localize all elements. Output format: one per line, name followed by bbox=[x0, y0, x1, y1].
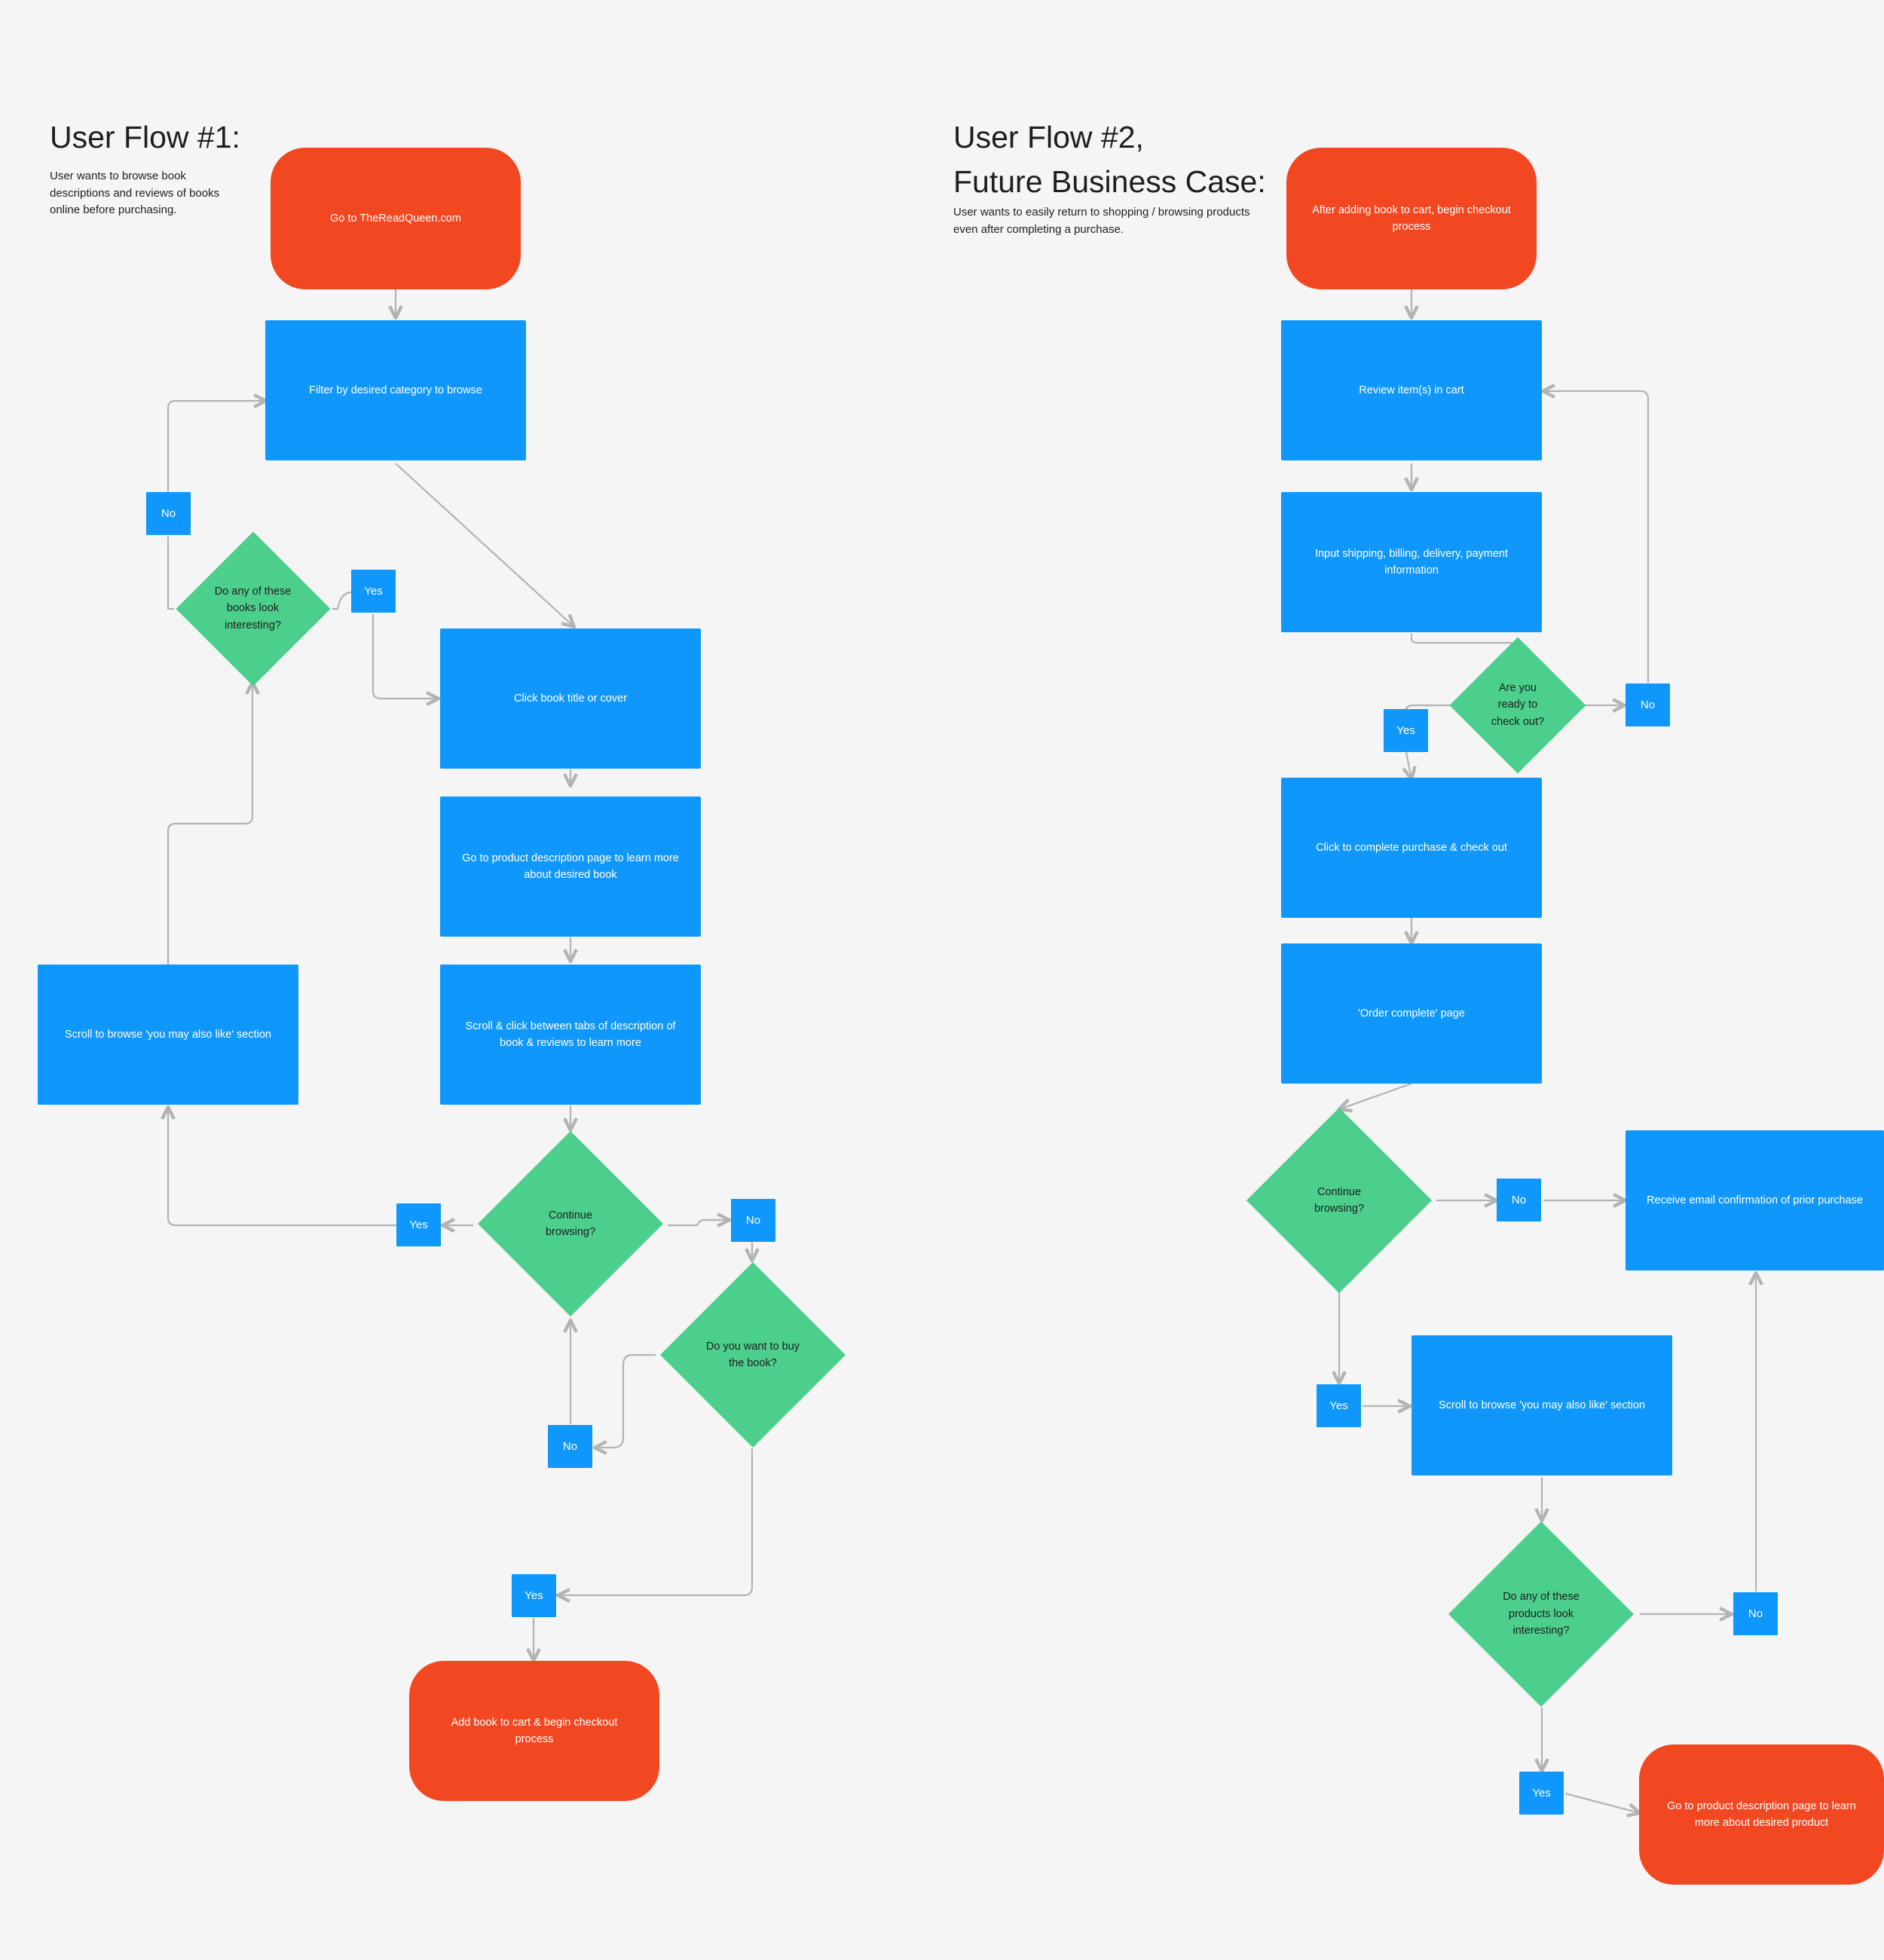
conn2-no-review bbox=[1543, 391, 1650, 683]
conn-no-filter bbox=[167, 401, 266, 500]
conn2-yes-complete bbox=[1406, 751, 1411, 779]
flow1-description: User wants to browse book descriptions a… bbox=[50, 170, 220, 216]
flow2-order-complete-node[interactable]: 'Order complete' page bbox=[1281, 943, 1542, 1084]
flow2-yes-label-ready[interactable]: Yes bbox=[1384, 709, 1428, 752]
flow1-buy-book-decision[interactable]: Do you want to buy the book? bbox=[656, 1262, 850, 1448]
flow2-scroll-also-like-node[interactable]: Scroll to browse 'you may also like' sec… bbox=[1411, 1335, 1672, 1475]
flow2-yes-label-continue[interactable]: Yes bbox=[1317, 1384, 1361, 1427]
flow2-title: User Flow #2, Future Business Case: bbox=[953, 120, 1266, 200]
flow1-continue-browsing-decision[interactable]: Continue browsing? bbox=[473, 1131, 668, 1316]
conn-buy-no bbox=[595, 1353, 656, 1448]
conn-decision-yes bbox=[332, 591, 353, 610]
flow2-no-label-continue[interactable]: No bbox=[1497, 1179, 1541, 1222]
flow1-filter-node[interactable]: Filter by desired category to browse bbox=[265, 320, 526, 460]
flow2-yes-label-products[interactable]: Yes bbox=[1519, 1772, 1564, 1815]
flow1-no-label-top[interactable]: No bbox=[146, 492, 191, 535]
flow1-end-node[interactable]: Add book to cart & begin checkout proces… bbox=[409, 1661, 659, 1801]
flow1-no-label-continue[interactable]: No bbox=[731, 1199, 775, 1242]
conn-buy-yes bbox=[558, 1448, 754, 1595]
flow1-click-title-node[interactable]: Click book title or cover bbox=[440, 628, 701, 769]
flow2-products-interesting-decision[interactable]: Do any of these products look interestin… bbox=[1444, 1521, 1638, 1707]
conn-yes-click bbox=[372, 614, 439, 699]
flow1-yes-label-continue[interactable]: Yes bbox=[396, 1203, 441, 1246]
flow2-review-cart-node[interactable]: Review item(s) in cart bbox=[1281, 320, 1542, 460]
flow2-input-info-node[interactable]: Input shipping, billing, delivery, payme… bbox=[1281, 492, 1542, 632]
conn-continue-no bbox=[668, 1220, 729, 1225]
flow1-product-page-node[interactable]: Go to product description page to learn … bbox=[440, 797, 701, 937]
flow1-books-interesting-decision[interactable]: Do any of these books look interesting? bbox=[173, 537, 332, 680]
flow2-end-node[interactable]: Go to product description page to learn … bbox=[1639, 1744, 1884, 1885]
flow2-description: User wants to easily return to shopping … bbox=[953, 206, 1250, 236]
flow1-title: User Flow #1: bbox=[50, 120, 240, 154]
conn-yes-alsolike bbox=[168, 1107, 396, 1227]
flow2-continue-browsing-decision[interactable]: Continue browsing? bbox=[1242, 1108, 1436, 1293]
flow1-scroll-also-like-node[interactable]: Scroll to browse 'you may also like' sec… bbox=[38, 965, 298, 1105]
flow2-complete-purchase-node[interactable]: Click to complete purchase & check out bbox=[1281, 778, 1542, 918]
flow2-no-label-products[interactable]: No bbox=[1733, 1592, 1778, 1635]
conn2-order-continue bbox=[1339, 1082, 1412, 1109]
flow1-start-node[interactable]: Go to TheReadQueen.com bbox=[271, 148, 521, 289]
conn-decision-no bbox=[167, 537, 174, 610]
flow1-yes-label-buy[interactable]: Yes bbox=[512, 1574, 556, 1617]
flow1-scroll-tabs-node[interactable]: Scroll & click between tabs of descripti… bbox=[440, 965, 701, 1105]
flow2-no-label-ready[interactable]: No bbox=[1626, 683, 1670, 726]
conn2-yes-end bbox=[1564, 1792, 1640, 1813]
flow2-ready-checkout-decision[interactable]: Are you ready to check out? bbox=[1450, 649, 1586, 761]
flow1-no-label-buy[interactable]: No bbox=[548, 1425, 592, 1468]
conn-alsolike-decision bbox=[167, 682, 252, 965]
conn-filter-click bbox=[395, 463, 574, 627]
flow1-yes-label-top[interactable]: Yes bbox=[351, 570, 396, 613]
flow2-email-confirmation-node[interactable]: Receive email confirmation of prior purc… bbox=[1626, 1130, 1884, 1270]
flow2-start-node[interactable]: After adding book to cart, begin checkou… bbox=[1286, 148, 1537, 289]
